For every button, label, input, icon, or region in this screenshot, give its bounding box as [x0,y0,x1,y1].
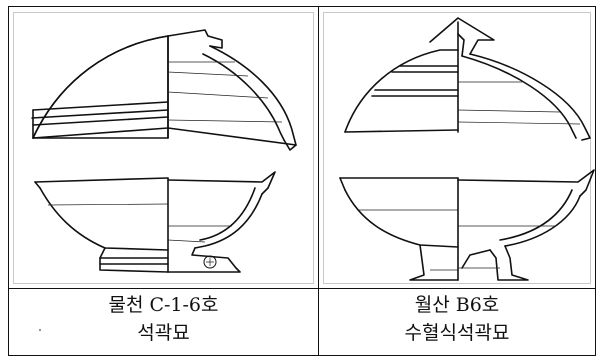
caption-right: 월산 B6호 수혈식석곽묘 [319,291,595,347]
caption-right-site: 월산 B6호 [414,294,500,316]
caption-left-type: 석곽묘 [137,322,190,344]
caption-left: 물천 C-1-6호 석곽묘 [9,291,318,347]
caption-right-type: 수혈식석곽묘 [404,322,510,344]
caption-left-site: 물천 C-1-6호 [108,294,219,316]
